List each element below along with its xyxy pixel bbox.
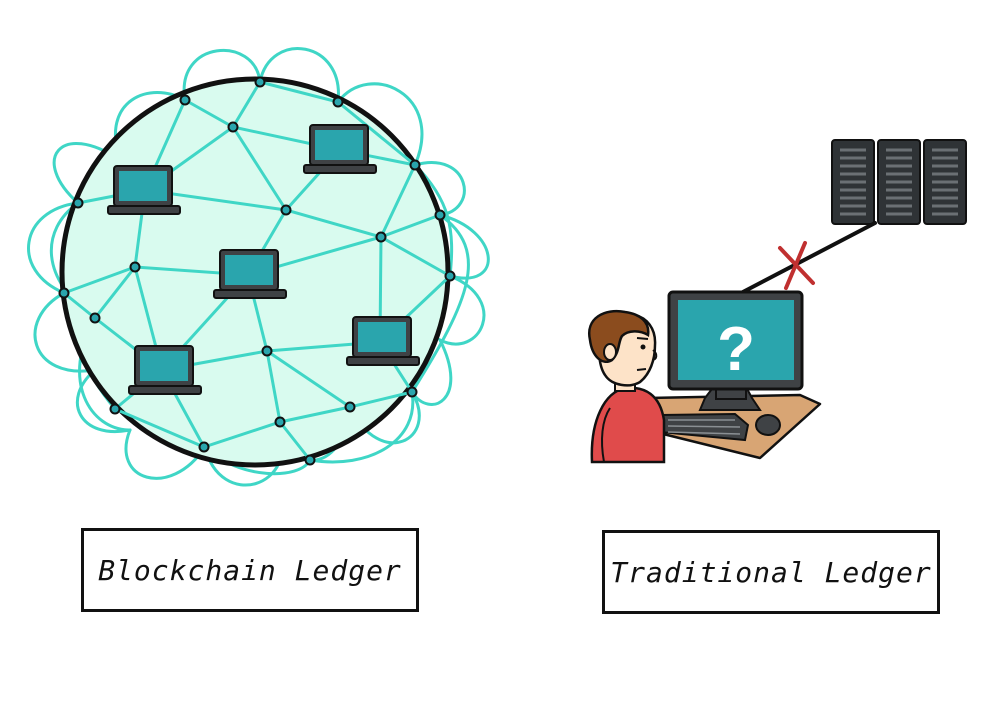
person-icon bbox=[587, 309, 666, 464]
traditional-ledger-label: Traditional Ledger bbox=[610, 555, 932, 589]
laptop-icon bbox=[303, 124, 377, 174]
mouse-icon bbox=[755, 414, 781, 436]
connection-cable bbox=[739, 221, 877, 295]
laptop-icon bbox=[128, 345, 202, 395]
desktop-computer-icon: ? bbox=[667, 290, 804, 411]
server-rack-icon bbox=[831, 139, 967, 225]
laptop-icon bbox=[346, 316, 420, 366]
question-mark-glyph: ? bbox=[717, 315, 755, 384]
blockchain-network-icon bbox=[27, 47, 490, 487]
blockchain-ledger-label: Blockchain Ledger bbox=[98, 553, 402, 587]
laptop-icon bbox=[213, 249, 287, 299]
blockchain-ledger-label-box: Blockchain Ledger bbox=[81, 528, 419, 612]
laptop-icon bbox=[107, 165, 181, 215]
x-mark-icon bbox=[778, 241, 815, 290]
traditional-ledger-label-box: Traditional Ledger bbox=[602, 530, 940, 614]
